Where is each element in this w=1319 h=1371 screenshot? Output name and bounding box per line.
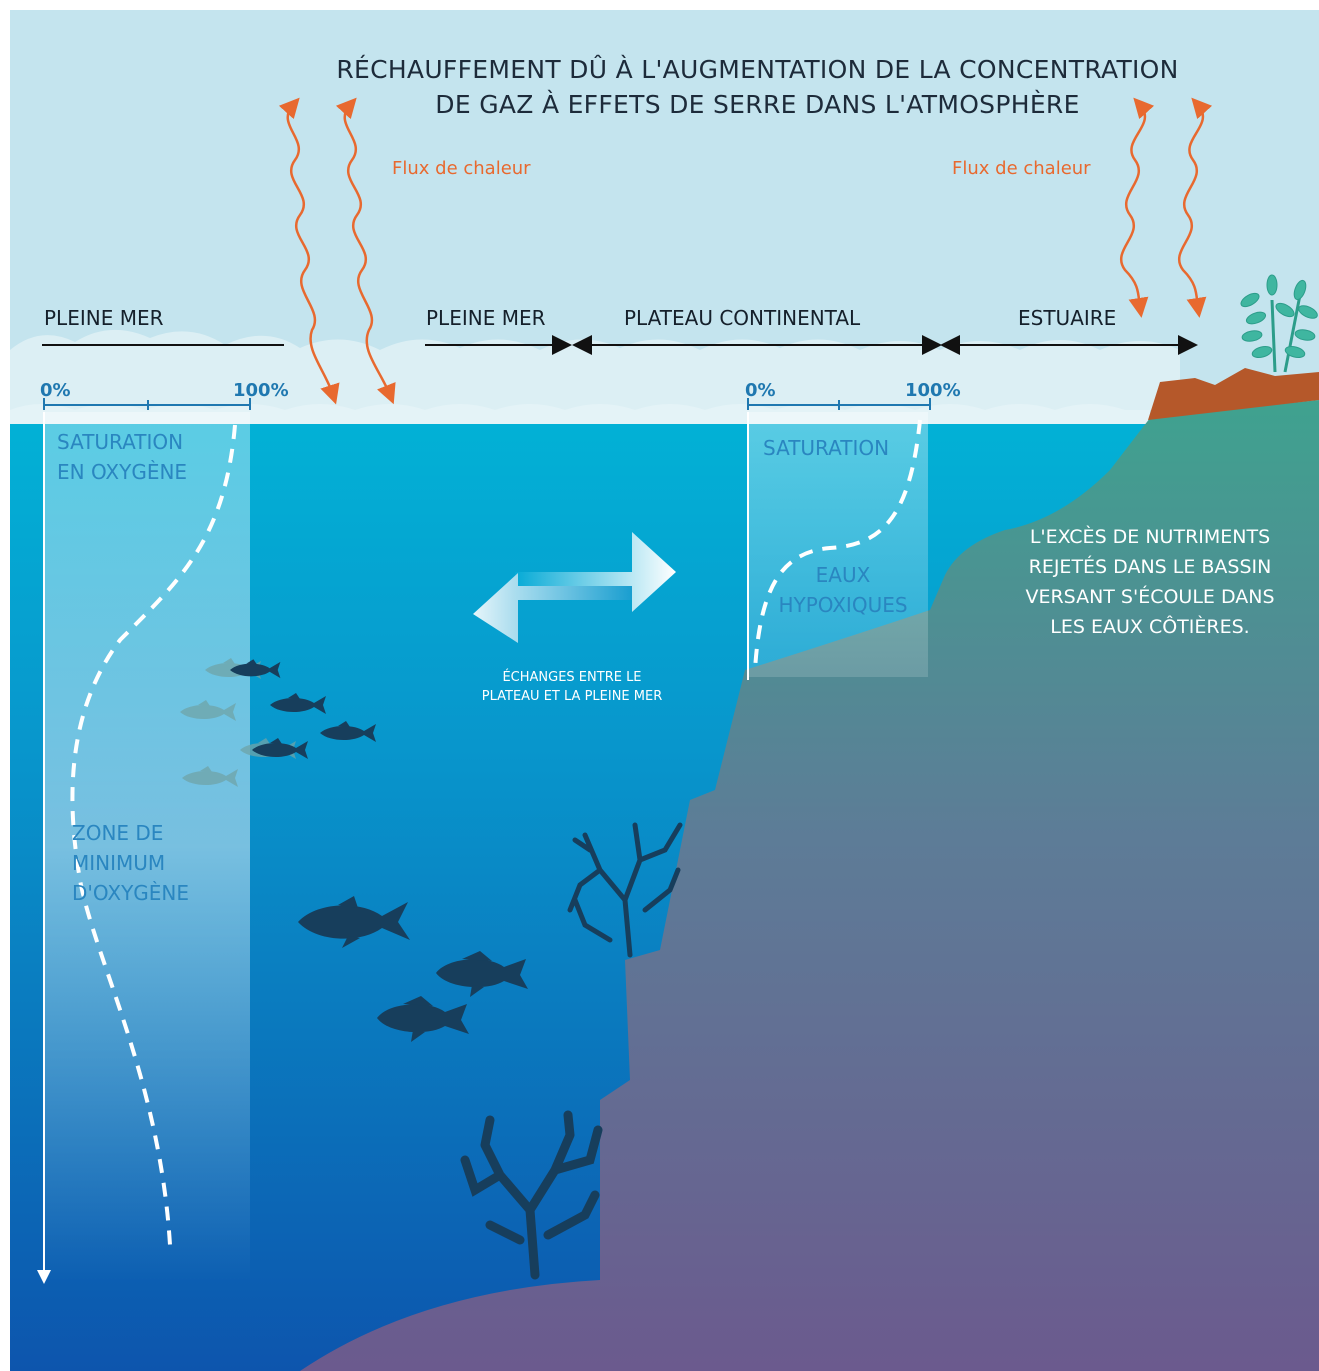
shelf-oxygen-profile-curve [753, 419, 922, 671]
heat-flux-label-left: Flux de chaleur [392, 158, 531, 179]
oxygen-saturation-label: SATURATION EN OXYGÈNE [57, 430, 188, 484]
coral-lower [460, 1110, 603, 1280]
exchanges-label: ÉCHANGES ENTRE LE PLATEAU ET LA PLEINE M… [481, 670, 663, 704]
zone-label-estuary: ESTUAIRE [1018, 306, 1117, 330]
heat-flux-arrows-right [1119, 97, 1213, 318]
oxygen-profile-curve [70, 424, 237, 1246]
coastal-island [1148, 368, 1319, 420]
heat-flux-arrows-left [278, 97, 396, 405]
seagrass-plant [1240, 274, 1318, 373]
shelf-saturation-column [748, 412, 928, 677]
zone-label-open-sea: PLEINE MER [426, 306, 546, 330]
hypoxic-waters-label: EAUX HYPOXIQUES [778, 563, 908, 617]
heat-flux-label-right: Flux de chaleur [952, 158, 1091, 179]
oxygen-scale-left-bar [43, 398, 251, 410]
depth-arrow-icon [37, 1270, 51, 1284]
oxygen-saturation-column [44, 412, 250, 1282]
zone-label-continental-shelf: PLATEAU CONTINENTAL [624, 306, 861, 330]
continental-shelf-landmass [300, 400, 1319, 1371]
diagram-title: RÉCHAUFFEMENT DÛ À L'AUGMENTATION DE LA … [336, 55, 1179, 119]
nutrients-label: L'EXCÈS DE NUTRIMENTS REJETÉS DANS LE BA… [1025, 526, 1275, 638]
scale-right-min: 0% [745, 380, 776, 401]
scale-left-min: 0% [40, 380, 71, 401]
zone-label-open-sea-left: PLEINE MER [44, 306, 164, 330]
exchange-arrow-left [473, 573, 632, 643]
oxygen-minimum-zone-label: ZONE DE MINIMUM D'OXYGÈNE [72, 821, 190, 905]
saturation-label: SATURATION [763, 436, 890, 460]
coral-upper [567, 822, 683, 958]
scale-left-max: 100% [233, 380, 289, 401]
oxygen-scale-right-bar [747, 398, 931, 410]
scale-right-max: 100% [905, 380, 961, 401]
